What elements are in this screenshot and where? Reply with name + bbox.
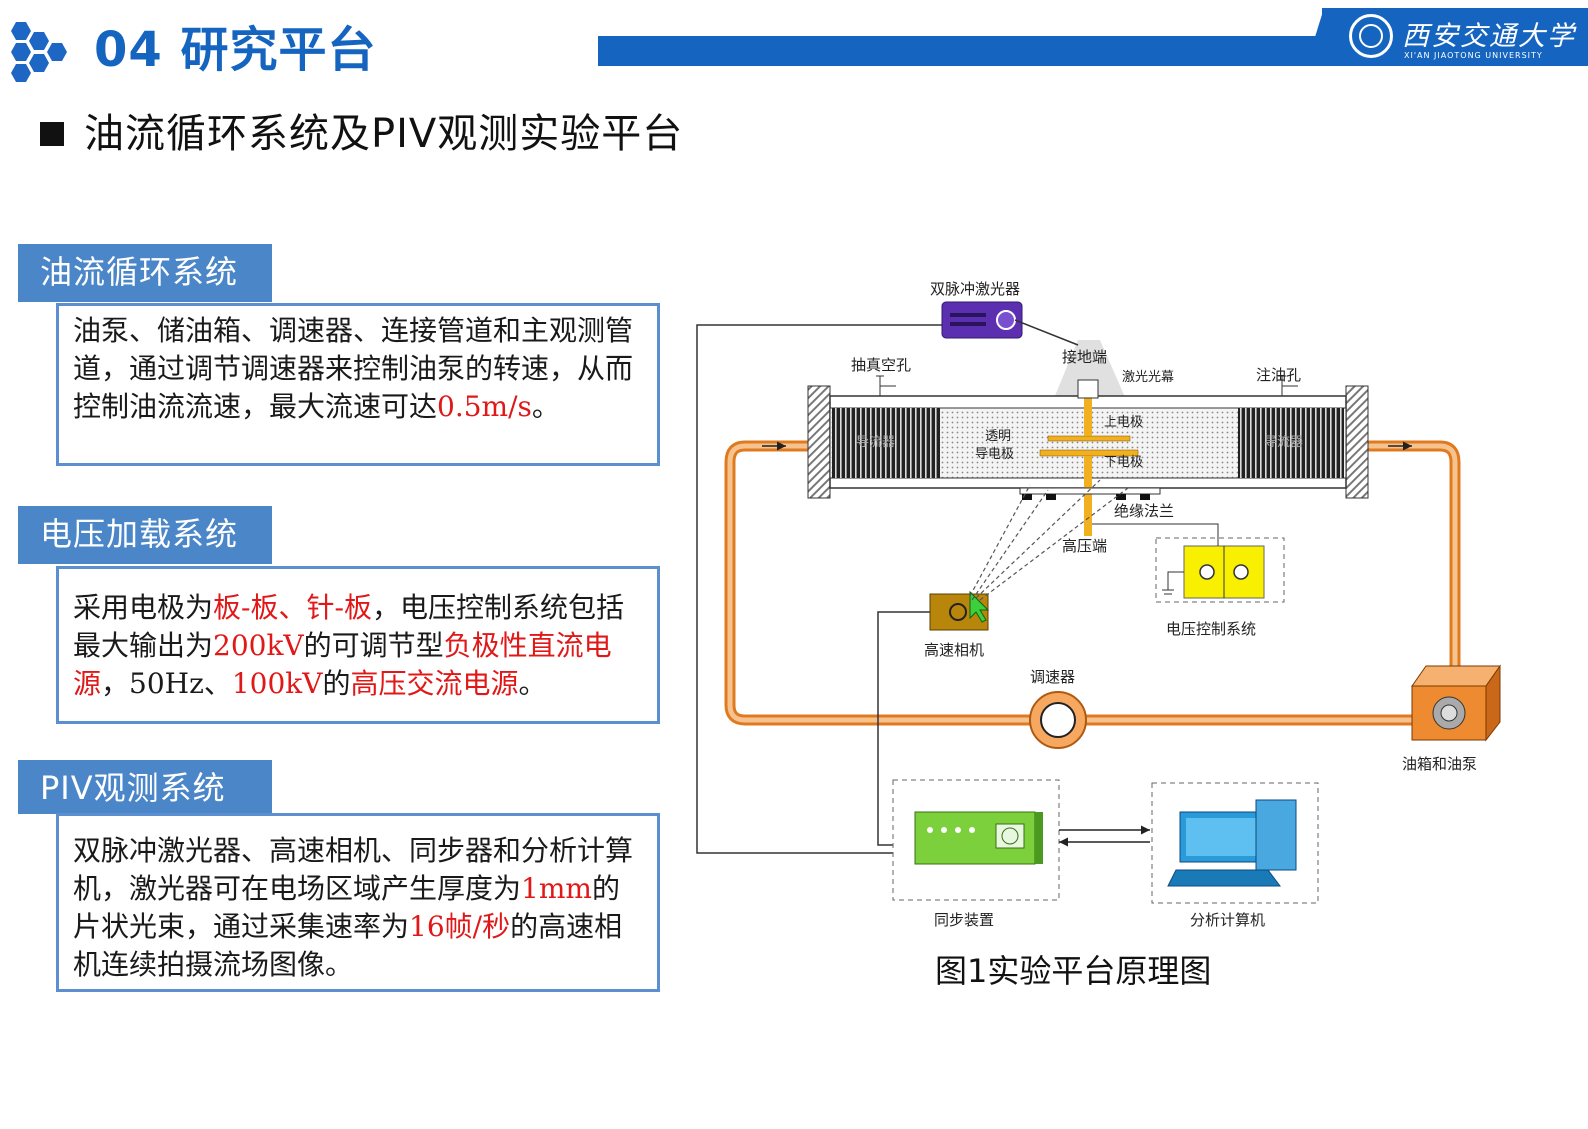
dc-source-label: 负极性直流电源 xyxy=(73,629,612,700)
electrode-types: 板-板、针-板 xyxy=(213,591,372,624)
section-text: 采用电极为 xyxy=(73,591,214,624)
subtitle-bullet-icon xyxy=(40,122,64,146)
ac-voltage-value: 100kV xyxy=(231,667,323,700)
ac-source-label: 高压交流电源 xyxy=(350,667,519,700)
camera-wire xyxy=(877,611,930,846)
label-lower-electrode: 下电极 xyxy=(1104,455,1143,470)
university-seal-icon xyxy=(1349,14,1393,58)
label-oil-inlet: 注油孔 xyxy=(1256,366,1301,384)
section-text: 的片状光束，通过采集速率为 xyxy=(73,872,620,943)
university-name-en: XI'AN JIAOTONG UNIVERSITY xyxy=(1404,51,1543,60)
section-box-voltage-loading: 采用电极为板-板、针-板，电压控制系统包括最大输出为200kV的可调节型负极性直… xyxy=(56,566,660,724)
logo-wedge xyxy=(1306,8,1324,66)
section-text: 。 xyxy=(531,390,560,423)
label-rectifier-right: 导流器 xyxy=(1264,435,1303,450)
section-tab-voltage-loading: 电压加载系统 xyxy=(18,506,272,564)
label-tank-pump: 油箱和油泵 xyxy=(1402,755,1477,773)
section-text: ，50Hz、 xyxy=(101,667,232,700)
diagram-caption: 图1实验平台原理图 xyxy=(935,952,1212,990)
section-tab-oil-circulation: 油流循环系统 xyxy=(18,244,272,302)
cursor-icon xyxy=(969,590,990,623)
label-synchronizer: 同步装置 xyxy=(934,911,994,929)
label-flange: 绝缘法兰 xyxy=(1114,502,1174,520)
label-transparent-electrode: 透明 xyxy=(985,429,1011,444)
label-ground-end: 接地端 xyxy=(1062,348,1107,366)
label-laser: 双脉冲激光器 xyxy=(930,280,1020,298)
label-speed-regulator: 调速器 xyxy=(1030,668,1075,686)
header-logo-icon xyxy=(6,20,76,84)
label-laser-sheet: 激光光幕 xyxy=(1122,370,1174,385)
label-computer: 分析计算机 xyxy=(1190,911,1265,929)
university-seal-inner xyxy=(1359,24,1383,48)
section-tab-piv: PIV观测系统 xyxy=(18,760,272,814)
section-text: 的高速相机连续拍摄流场图像。 xyxy=(73,910,623,981)
section-box-piv: 双脉冲激光器、高速相机、同步器和分析计算机，激光器可在电场区域产生厚度为1mm的… xyxy=(56,813,660,992)
section-box-oil-circulation: 油泵、储油箱、调速器、连接管道和主观测管道，通过调节调速器来控制油泵的转速，从而… xyxy=(56,303,660,466)
experiment-platform-diagram: 双脉冲激光器 抽真空孔 接地端 激光光幕 注油孔 导流器 导流器 透明 导电极 … xyxy=(696,280,1501,929)
page-title: 04 研究平台 xyxy=(94,22,377,78)
header-bar xyxy=(598,36,1333,66)
section-text: 的 xyxy=(322,667,351,700)
label-vacuum-hole: 抽真空孔 xyxy=(851,356,911,374)
label-upper-electrode: 上电极 xyxy=(1104,415,1143,430)
frame-rate-value: 16帧/秒 xyxy=(409,910,511,943)
label-rectifier-left: 导流器 xyxy=(856,435,895,450)
laser-control-wire xyxy=(696,324,942,854)
section-text: 的可调节型 xyxy=(303,629,444,662)
slide-subtitle: 油流循环系统及PIV观测实验平台 xyxy=(84,111,684,157)
max-speed-value: 0.5m/s xyxy=(437,390,532,423)
label-hv-end: 高压端 xyxy=(1062,537,1107,555)
sheet-thickness-value: 1mm xyxy=(521,872,592,905)
oil-pipe-loop xyxy=(724,440,1461,726)
section-text: 。 xyxy=(518,667,547,700)
university-name: 西安交通大学 xyxy=(1402,21,1576,52)
label-transparent-electrode-2: 导电极 xyxy=(975,447,1014,462)
label-camera: 高速相机 xyxy=(924,641,984,659)
section-text: 双脉冲激光器、高速相机、同步器和分析计算机，激光器可在电场区域产生厚度为 xyxy=(73,834,634,905)
max-output-value: 200kV xyxy=(213,629,304,662)
section-text: ，电压控制系统包括最大输出为 xyxy=(73,591,624,662)
label-voltage-control: 电压控制系统 xyxy=(1166,620,1256,638)
section-text: 油泵、储油箱、调速器、连接管道和主观测管道，通过调节调速器来控制油泵的转速，从而… xyxy=(73,314,634,423)
